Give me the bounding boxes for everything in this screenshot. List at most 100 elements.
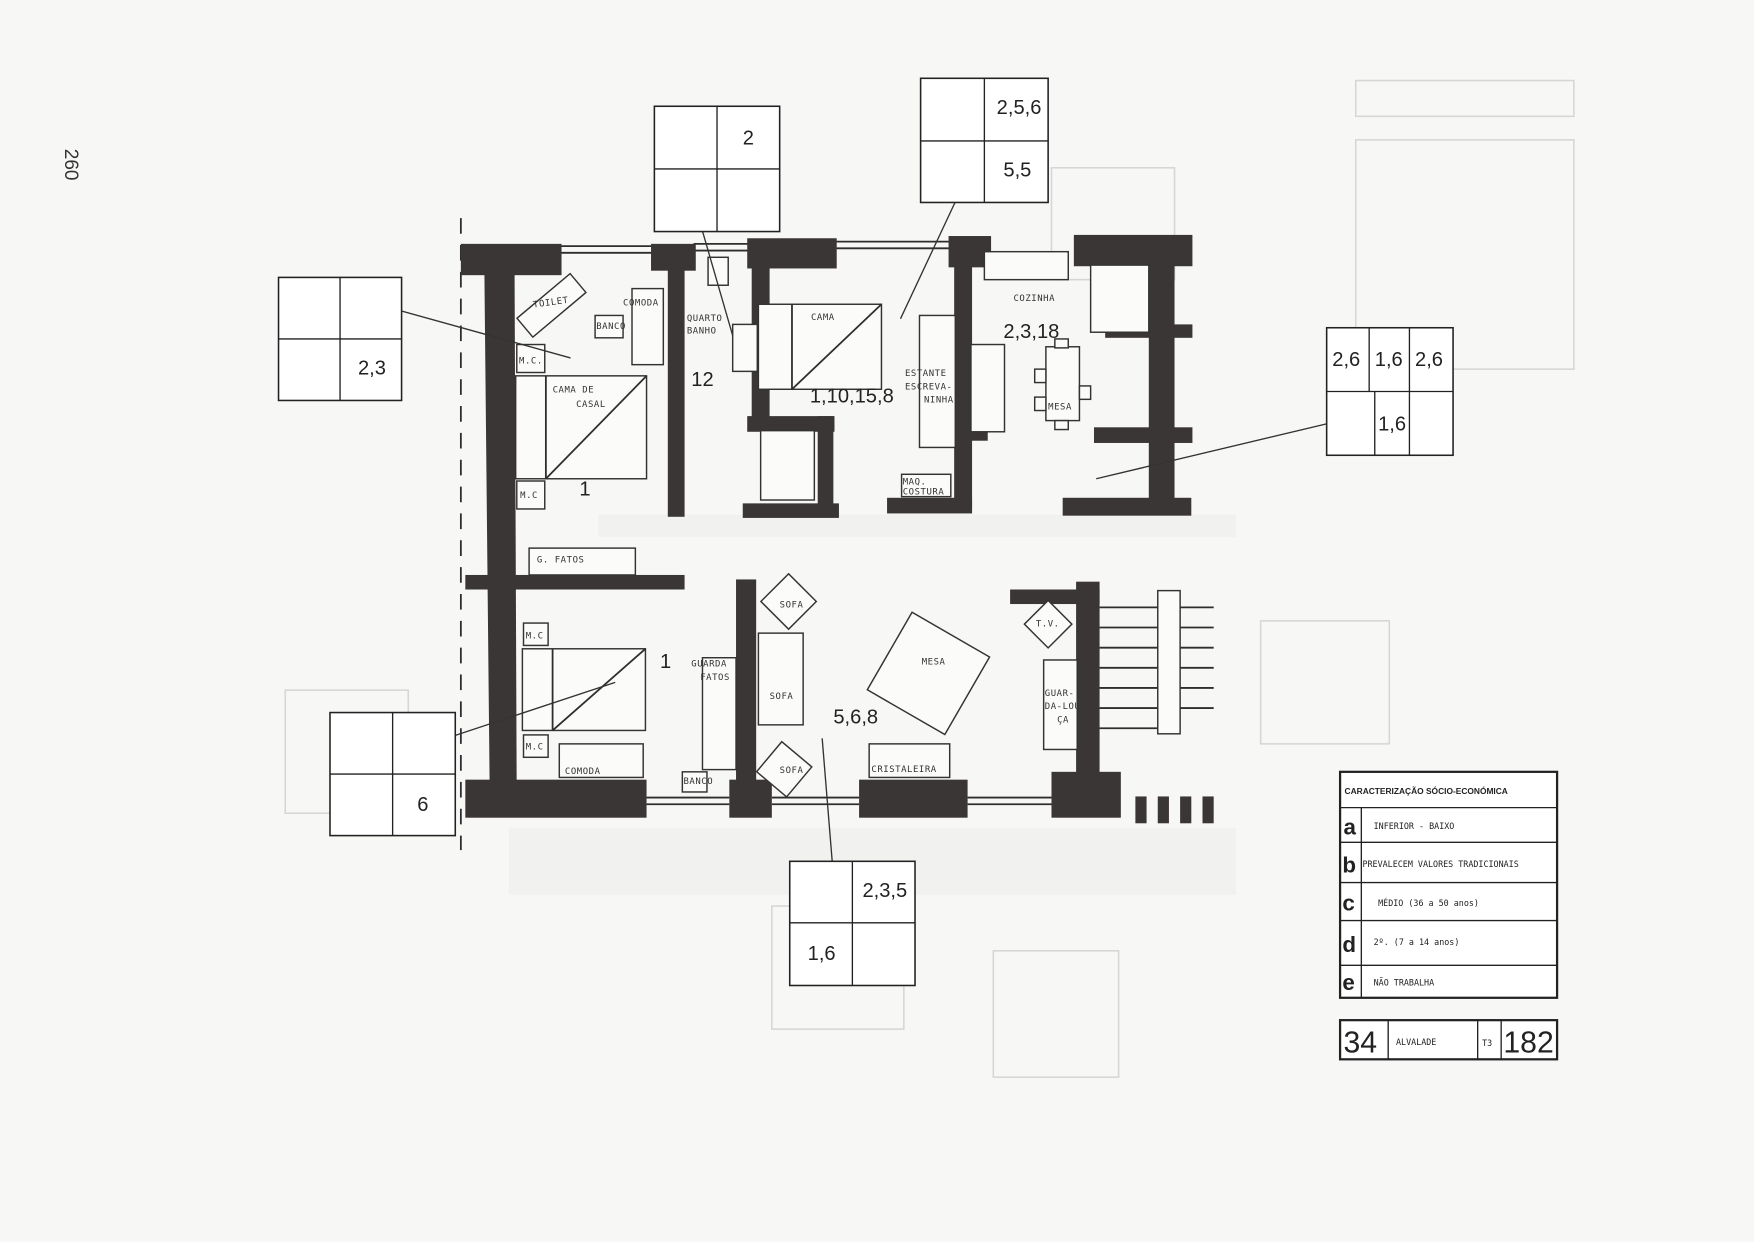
kitchen-counter	[1089, 264, 1150, 333]
grid-box-bedroom-bottom: 6	[329, 711, 457, 837]
label-sofa-3: SOFA	[780, 766, 804, 776]
legend-text-d: 2º. (7 a 14 anos)	[1374, 937, 1460, 947]
g-fatos	[528, 547, 637, 576]
grid-value: 2,6	[1332, 349, 1360, 371]
legend-key-b: b	[1342, 853, 1356, 878]
kitchen-table	[1045, 346, 1081, 422]
legend-key-e: e	[1342, 970, 1354, 995]
cristaleira	[868, 743, 951, 779]
grid-value: 2,6	[1415, 349, 1443, 371]
label-guarda-fatos-1: GUARDA	[691, 660, 727, 670]
furniture	[514, 250, 1150, 798]
label-guarda-louca-3: ÇA	[1057, 716, 1069, 726]
grid-value: 2,3	[358, 358, 386, 380]
grid-box-bedroom-middle: 2,5,6 5,5	[919, 77, 1049, 204]
sofa-middle	[757, 632, 804, 726]
label-banco-bottom: BANCO	[683, 777, 713, 787]
label-quarto-banho-1: QUARTO	[687, 314, 723, 324]
label-mc-4: M.C	[526, 742, 544, 752]
legend-title: CARACTERIZAÇÃO SÓCIO-ECONÓMICA	[1345, 785, 1508, 796]
plate-number: 34	[1343, 1027, 1377, 1060]
banco-top	[594, 314, 624, 339]
grid-value: 5,5	[1003, 160, 1031, 182]
grid-value: 2,5,6	[997, 97, 1042, 119]
double-bed	[514, 375, 648, 480]
grid-box-bedroom-top: 2,3	[277, 276, 403, 402]
label-maq-costura-2: COSTURA	[903, 487, 945, 497]
mc-4	[522, 734, 549, 759]
staircase	[1099, 589, 1214, 735]
comoda-top	[631, 287, 665, 366]
legend-key-c: c	[1342, 891, 1354, 916]
label-comoda-top: COMODA	[623, 298, 659, 308]
label-cozinha: COZINHA	[1013, 294, 1055, 304]
room-number-bedroom-bottom: 1	[660, 651, 671, 673]
label-cristaleira: CRISTALEIRA	[871, 765, 936, 775]
dining-table	[866, 611, 991, 736]
page-number: 260	[60, 149, 81, 181]
toilet-table	[515, 272, 587, 339]
bed-bottom	[521, 648, 647, 732]
plate-district: ALVALADE	[1396, 1037, 1436, 1047]
legend-text-a: INFERIOR - BAIXO	[1374, 821, 1455, 831]
kitchen-cabinet	[970, 343, 1006, 433]
furniture-labels: TOILET COMODA BANCO QUARTO BANHO M.C. CA…	[519, 294, 1086, 787]
label-cama: CAMA	[811, 313, 835, 323]
grid-box-bathroom: 2	[653, 105, 781, 233]
legend-key-a: a	[1343, 814, 1356, 839]
label-banco-top: BANCO	[596, 322, 626, 332]
plate-identifier: 34 ALVALADE T3 182	[1338, 1019, 1559, 1061]
label-cama-casal-2: CASAL	[576, 400, 606, 410]
label-sofa-1: SOFA	[780, 600, 804, 610]
grid-value: 1,6	[1378, 414, 1406, 436]
grid-value: 1,6	[808, 943, 836, 965]
stove	[983, 250, 1069, 281]
grid-value: 1,6	[1375, 349, 1403, 371]
armchair-bottom	[755, 740, 813, 798]
tv-stand	[1023, 599, 1073, 649]
room-number-bedroom-top: 1	[579, 479, 590, 501]
room-number-bedroom-middle: 1,10,15,8	[810, 386, 894, 408]
label-guarda-louca-1: GUAR-	[1045, 689, 1075, 699]
room-number-bathroom: 12	[691, 369, 713, 391]
maq-costura	[900, 473, 952, 498]
label-cama-casal-1: CAMA DE	[553, 386, 595, 396]
label-quarto-banho-2: BANHO	[687, 326, 717, 336]
socio-economic-legend: CARACTERIZAÇÃO SÓCIO-ECONÓMICA a INFERIO…	[1338, 770, 1559, 999]
facade-lines	[459, 218, 1052, 851]
label-estante-1: ESTANTE	[905, 369, 947, 379]
label-guarda-fatos-2: FATOS	[700, 673, 730, 683]
mc-3	[522, 622, 549, 647]
banco-bottom	[681, 771, 708, 793]
grid-box-living: 2,3,5 1,6	[788, 860, 916, 987]
label-sofa-2: SOFA	[770, 692, 794, 702]
label-mesa-living: MESA	[922, 657, 946, 667]
label-comoda-bottom: COMODA	[565, 767, 601, 777]
label-guarda-louca-2: DA-LOU-	[1045, 702, 1087, 712]
legend-text-b: PREVALECEM VALORES TRADICIONAIS	[1362, 859, 1518, 869]
grid-value: 2,3,5	[862, 880, 907, 902]
label-mesa-kitchen: MESA	[1048, 402, 1072, 412]
legend-text-e: NÃO TRABALHA	[1374, 977, 1435, 987]
grid-value: 6	[417, 794, 428, 816]
bathtub	[731, 323, 759, 373]
guarda-louca	[1042, 659, 1078, 751]
armchair-top	[759, 572, 818, 631]
plate-code: 182	[1503, 1027, 1553, 1060]
label-mc-2: M.C	[520, 491, 538, 501]
room-number-kitchen: 2,3,18	[1003, 321, 1059, 343]
wardrobe-niche	[759, 429, 816, 501]
label-g-fatos: G. FATOS	[537, 556, 585, 566]
legend-key-d: d	[1342, 932, 1356, 957]
label-maq-costura-1: MAQ.	[903, 477, 927, 487]
label-toilet: TOILET	[533, 296, 570, 311]
label-mc-1: M.C.	[519, 357, 543, 367]
single-bed	[757, 303, 883, 390]
room-usage-numbers: 1 12 1,10,15,8 2,3,18 1 5,6,8	[579, 321, 1059, 729]
label-mc-3: M.C	[526, 632, 544, 642]
estante	[918, 314, 957, 449]
grid-box-kitchen: 2,6 1,6 2,6 1,6	[1325, 326, 1454, 457]
comoda-bottom	[558, 743, 644, 779]
guarda-fatos	[701, 657, 737, 771]
